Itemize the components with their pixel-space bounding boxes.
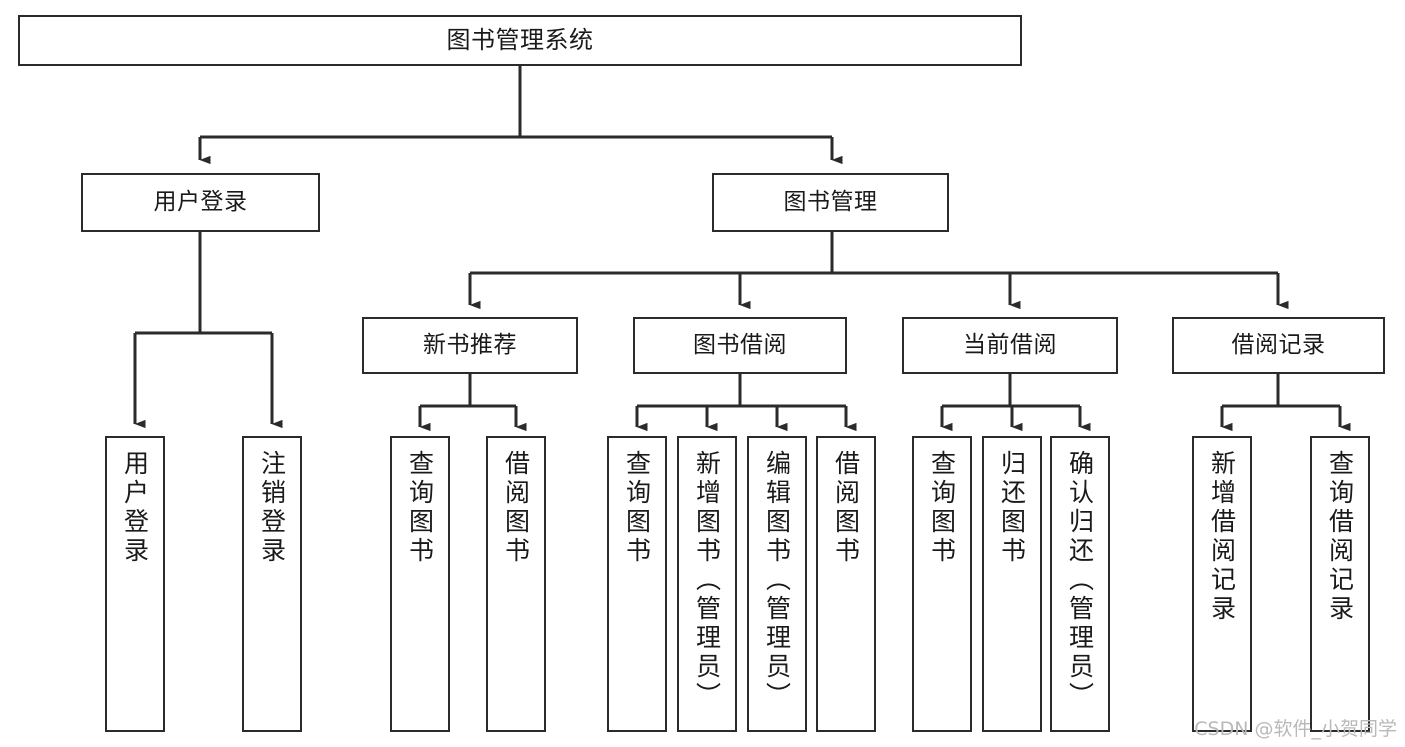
node-leaf-query-record[interactable]: 查询借阅记录 bbox=[1310, 436, 1370, 732]
node-new-book-recommend[interactable]: 新书推荐 bbox=[362, 317, 578, 374]
node-leaf-edit-book-label: 编辑图书（管理员） bbox=[762, 450, 792, 711]
node-root-book-management-system[interactable]: 图书管理系统 bbox=[18, 15, 1022, 66]
node-leaf-add-book-label: 新增图书（管理员） bbox=[692, 450, 722, 711]
node-leaf-return-book[interactable]: 归还图书 bbox=[982, 436, 1042, 732]
node-leaf-confirm-return[interactable]: 确认归还（管理员） bbox=[1050, 436, 1110, 732]
node-leaf-query-book-3[interactable]: 查询图书 bbox=[912, 436, 972, 732]
node-leaf-query-record-label: 查询借阅记录 bbox=[1325, 450, 1355, 624]
node-leaf-borrow-book-2[interactable]: 借阅图书 bbox=[816, 436, 876, 732]
node-leaf-user-login-label: 用户登录 bbox=[120, 450, 150, 566]
node-leaf-query-book-2[interactable]: 查询图书 bbox=[607, 436, 667, 732]
node-leaf-query-book-3-label: 查询图书 bbox=[927, 450, 957, 566]
node-leaf-query-book-1[interactable]: 查询图书 bbox=[390, 436, 450, 732]
node-new-book-recommend-label: 新书推荐 bbox=[423, 331, 517, 358]
csdn-watermark: CSDN @软件_小贺同学 bbox=[1194, 718, 1397, 740]
node-current-borrow[interactable]: 当前借阅 bbox=[902, 317, 1118, 374]
node-leaf-borrow-book-2-label: 借阅图书 bbox=[831, 450, 861, 566]
node-borrow-record-label: 借阅记录 bbox=[1231, 331, 1326, 358]
node-book-borrow-label: 图书借阅 bbox=[693, 331, 787, 358]
node-leaf-query-book-1-label: 查询图书 bbox=[405, 450, 435, 566]
node-leaf-query-book-2-label: 查询图书 bbox=[622, 450, 652, 566]
node-leaf-logout-login[interactable]: 注销登录 bbox=[242, 436, 302, 732]
node-current-borrow-label: 当前借阅 bbox=[963, 331, 1057, 358]
node-leaf-edit-book[interactable]: 编辑图书（管理员） bbox=[747, 436, 807, 732]
node-leaf-add-book[interactable]: 新增图书（管理员） bbox=[677, 436, 737, 732]
node-leaf-user-login[interactable]: 用户登录 bbox=[105, 436, 165, 732]
node-borrow-record[interactable]: 借阅记录 bbox=[1172, 317, 1385, 374]
node-root-label: 图书管理系统 bbox=[446, 26, 594, 55]
node-leaf-add-record-label: 新增借阅记录 bbox=[1207, 450, 1237, 624]
node-leaf-borrow-book-1-label: 借阅图书 bbox=[501, 450, 531, 566]
node-leaf-logout-login-label: 注销登录 bbox=[257, 450, 287, 566]
node-book-management[interactable]: 图书管理 bbox=[712, 173, 949, 232]
node-user-login-label: 用户登录 bbox=[153, 188, 248, 215]
node-user-login[interactable]: 用户登录 bbox=[81, 173, 320, 232]
node-leaf-borrow-book-1[interactable]: 借阅图书 bbox=[486, 436, 546, 732]
node-leaf-add-record[interactable]: 新增借阅记录 bbox=[1192, 436, 1252, 732]
node-leaf-confirm-return-label: 确认归还（管理员） bbox=[1065, 450, 1095, 711]
node-book-management-label: 图书管理 bbox=[783, 188, 878, 215]
node-book-borrow[interactable]: 图书借阅 bbox=[633, 317, 847, 374]
node-leaf-return-book-label: 归还图书 bbox=[997, 450, 1027, 566]
